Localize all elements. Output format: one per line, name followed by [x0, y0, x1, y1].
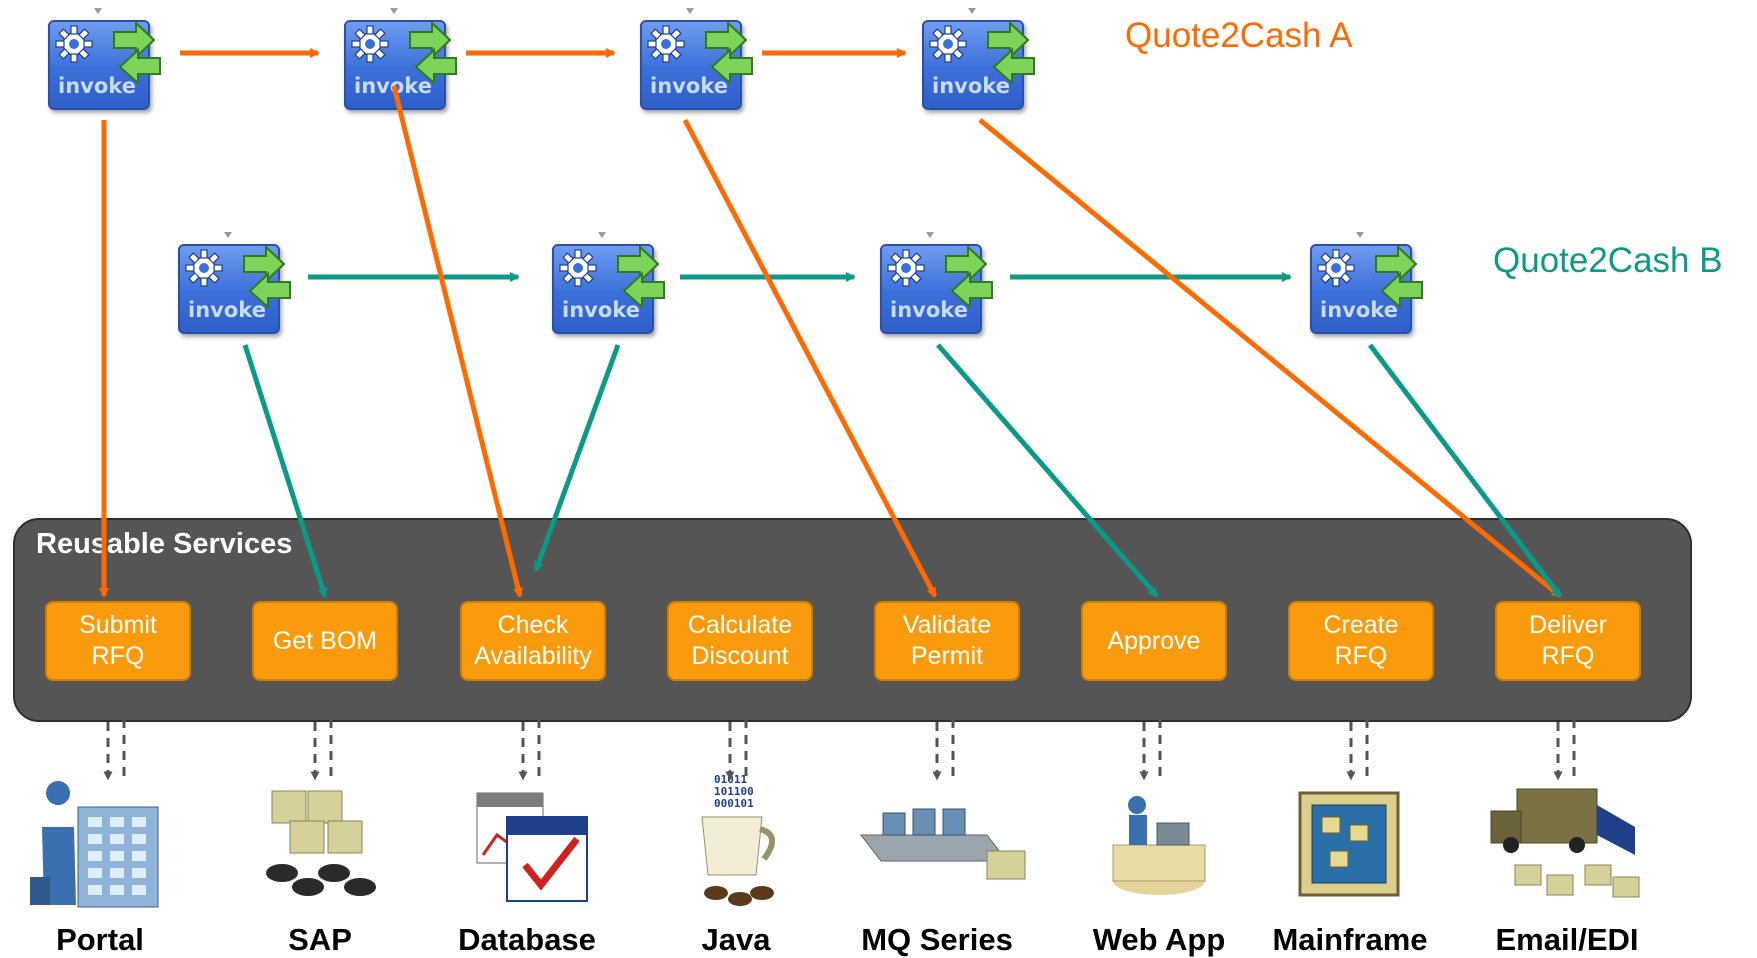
invoke-label: invoke [1320, 298, 1398, 322]
quote2cash-b-label: Quote2Cash B [1493, 241, 1723, 280]
service-label: Get BOM [272, 626, 378, 655]
reusable-services-title: Reusable Services [36, 528, 293, 560]
service-label: Validate Permit [902, 611, 992, 670]
node-handle [390, 8, 398, 14]
node-handle [926, 232, 934, 238]
node-handle [1356, 232, 1364, 238]
invoke-label: invoke [650, 74, 728, 98]
node-handle [686, 8, 694, 14]
service-label: Deliver RFQ [1529, 611, 1607, 670]
gear-icon [647, 25, 685, 63]
quote2cash-a-invoke-step-2: invoke [344, 8, 460, 110]
service-validate-permit[interactable]: Validate Permit [874, 601, 1020, 681]
node-handle [968, 8, 976, 14]
quote2cash-b-invoke-step-1: invoke [178, 232, 294, 334]
service-approve[interactable]: Approve [1081, 601, 1227, 681]
system-label-database: Database [458, 922, 596, 957]
system-label-java: Java [701, 922, 771, 957]
service-label: Create RFQ [1323, 611, 1399, 670]
service-label: Approve [1107, 626, 1201, 655]
exchange-arrows-icon [617, 244, 665, 308]
invoke-label: invoke [354, 74, 432, 98]
svg-text:101100: 101100 [714, 785, 754, 798]
node-handle [224, 232, 232, 238]
invoke-label: invoke [562, 298, 640, 322]
service-deliver-rfq[interactable]: Deliver RFQ [1495, 601, 1641, 681]
quote2cash-b-invoke-step-4: invoke [1310, 232, 1426, 334]
system-label-mq-series: MQ Series [861, 922, 1013, 957]
quote2cash-a-invoke-step-1: invoke [48, 8, 164, 110]
system-label-web-app: Web App [1092, 922, 1226, 957]
gear-icon [55, 25, 93, 63]
node-handle [598, 232, 606, 238]
gear-icon [1317, 249, 1355, 287]
system-label-portal: Portal [56, 922, 144, 957]
quote2cash-b-invoke-step-2: invoke [552, 232, 668, 334]
node-handle [94, 8, 102, 14]
service-label: Calculate Discount [687, 611, 793, 670]
gear-icon [929, 25, 967, 63]
gear-icon [887, 249, 925, 287]
quote2cash-a-label: Quote2Cash A [1125, 16, 1353, 55]
service-submit-rfq[interactable]: Submit RFQ [45, 601, 191, 681]
invoke-label: invoke [188, 298, 266, 322]
desk-operator-icon [1112, 796, 1206, 895]
quote2cash-b-invoke-step-3: invoke [880, 232, 996, 334]
gear-icon [185, 249, 223, 287]
service-label: Check Availability [474, 611, 592, 670]
service-check-availability[interactable]: Check Availability [460, 601, 606, 681]
svg-text:000101: 000101 [714, 797, 754, 810]
quote2cash-a-invoke-step-4: invoke [922, 8, 1038, 110]
mainframe-panel-icon [1298, 791, 1400, 897]
building-person-icon [30, 781, 159, 908]
system-label-email-edi: Email/EDI [1495, 922, 1639, 957]
exchange-arrows-icon [987, 20, 1035, 84]
exchange-arrows-icon [243, 244, 291, 308]
invoke-label: invoke [58, 74, 136, 98]
exchange-arrows-icon [705, 20, 753, 84]
quote2cash-a-invoke-step-3: invoke [640, 8, 756, 110]
service-create-rfq[interactable]: Create RFQ [1288, 601, 1434, 681]
gear-icon [351, 25, 389, 63]
invoke-label: invoke [890, 298, 968, 322]
delivery-truck-icon [1490, 788, 1640, 898]
invoke-label: invoke [932, 74, 1010, 98]
boxes-on-wheels-icon [266, 790, 376, 896]
system-label-mainframe: Mainframe [1272, 922, 1428, 957]
exchange-arrows-icon [113, 20, 161, 84]
calendar-database-icon [476, 792, 588, 902]
conveyor-belt-icon [859, 808, 1026, 880]
exchange-arrows-icon [409, 20, 457, 84]
system-label-sap: SAP [288, 922, 352, 957]
gear-icon [559, 249, 597, 287]
service-label: Submit RFQ [79, 611, 157, 670]
service-calculate-discount[interactable]: Calculate Discount [667, 601, 813, 681]
service-get-bom[interactable]: Get BOM [252, 601, 398, 681]
